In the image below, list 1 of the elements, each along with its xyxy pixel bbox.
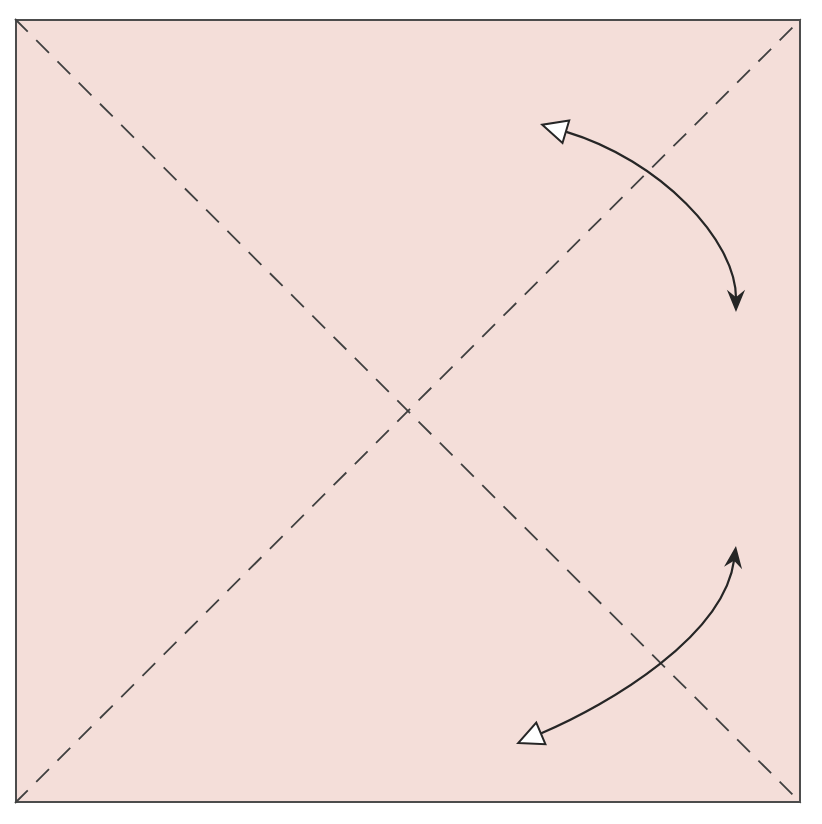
paper-square [14, 18, 802, 804]
